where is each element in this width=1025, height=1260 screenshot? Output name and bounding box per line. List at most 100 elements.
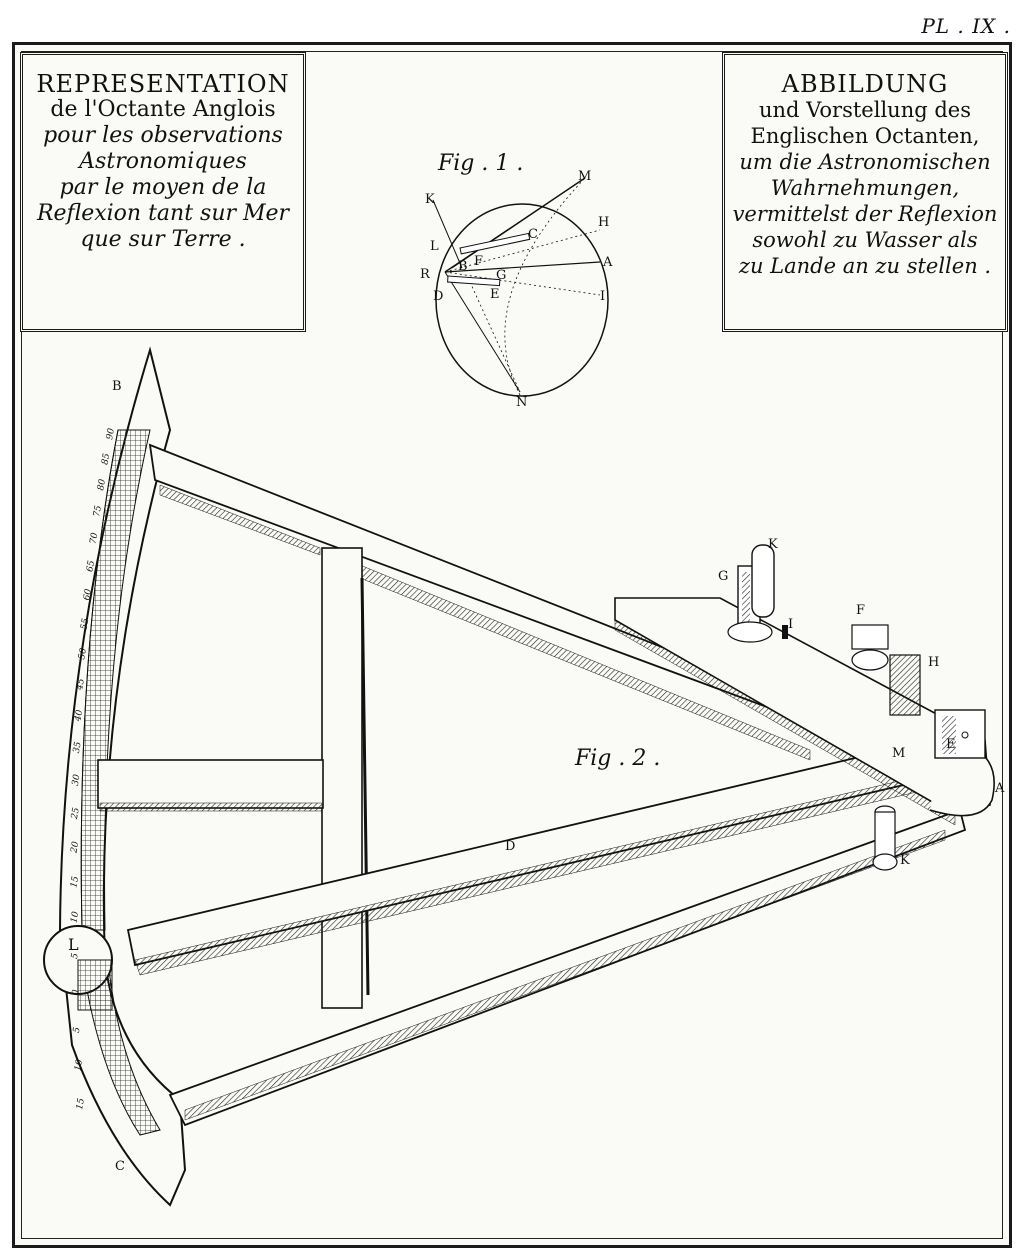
caption-french-line-6: Reflexion tant sur Mer <box>36 201 290 226</box>
vertical-brace-shadow <box>360 577 370 996</box>
fig1-label-r: R <box>420 267 431 282</box>
limb-scale-number: 10 <box>70 911 82 924</box>
fig2-label-a: A <box>994 781 1005 796</box>
upper-arm-shadow <box>159 484 321 556</box>
figure-2-title: Fig . 2 . <box>574 746 660 771</box>
figure-1-index-arm <box>459 232 531 255</box>
fig2-label-d: D <box>505 839 515 854</box>
figure-2-octant: Fig . 2 . B C L D M A K G F H I E K 9085… <box>43 346 1005 1207</box>
fig1-label-h: H <box>598 215 609 230</box>
limb-scale-number: 40 <box>73 709 85 723</box>
fig1-label-e: E <box>490 287 500 302</box>
fig1-label-l: L <box>430 239 439 254</box>
caption-german-line-5: Wahrnehmungen, <box>770 176 960 200</box>
figure-1-line-i <box>444 271 601 296</box>
limb-scale-number: 60 <box>82 588 94 601</box>
figure-1-horizon-mirror <box>447 275 501 287</box>
fig1-label-i: I <box>600 289 605 304</box>
caption-german-line-3: Englischen Octanten, <box>750 124 980 148</box>
fig2-label-l: L <box>68 935 79 954</box>
limb-scale-number: 85 <box>101 452 113 465</box>
caption-german-line-7: sowohl zu Wasser als <box>752 228 978 252</box>
fig2-label-e: E <box>946 737 956 752</box>
figure-1-title: Fig . 1 . <box>437 151 523 176</box>
limb-scale-number: 75 <box>92 505 104 518</box>
fig1-label-m: M <box>578 169 591 184</box>
fig2-label-c: C <box>115 1159 125 1174</box>
figure-1-line-n2 <box>469 281 521 393</box>
shade-glass-h <box>889 654 921 716</box>
figure-1-line-m2 <box>451 177 586 269</box>
fig1-label-k: K <box>425 192 435 207</box>
limb-scale-number: 90 <box>105 427 117 440</box>
limb-scale-number: 65 <box>85 560 97 573</box>
sight-tube-eye <box>872 853 898 871</box>
caption-french-line-3: pour les observations <box>43 123 283 148</box>
sight-vane-k <box>751 544 775 618</box>
figure-1-diagram: Fig . 1 . M K H C L R B F A G D E I N <box>420 151 613 410</box>
figure-1-line-a <box>444 261 601 273</box>
fig1-label-c: C <box>528 227 538 242</box>
limb-scale-number: 20 <box>69 841 81 855</box>
limb-scale-number: 80 <box>96 478 108 491</box>
fig1-label-g: G <box>496 268 506 283</box>
fig2-label-m: M <box>892 746 905 761</box>
figure-1-line-k <box>432 199 463 269</box>
figure-1-circle <box>435 203 609 397</box>
caption-french-line-2: de l'Octante Anglois <box>50 97 276 122</box>
head-plate-edge <box>614 619 956 826</box>
caption-french-line-1: REPRESENTATION <box>36 70 290 98</box>
caption-french-line-7: que sur Terre . <box>80 227 246 252</box>
horizontal-brace <box>97 759 324 809</box>
figure-1-line-h <box>444 229 601 273</box>
sight-hole-i <box>782 625 788 639</box>
limb-scale-number: 10 <box>73 1059 85 1072</box>
caption-german-line-6: vermittelst der Reflexion <box>732 202 998 226</box>
limb-scale-number: 25 <box>70 807 82 821</box>
limb-scale-number: 55 <box>80 617 92 630</box>
fig1-label-a: A <box>602 255 613 270</box>
horizon-glass-shading <box>742 572 750 628</box>
limb-scale-number: 5 <box>70 952 81 960</box>
limb-scale-numbers: 9085807570656055504540353025201510505101… <box>69 427 117 1110</box>
fig2-label-k-lower: K <box>900 853 910 868</box>
index-glass-shading <box>942 716 956 754</box>
limb-scale-number: 70 <box>89 532 101 545</box>
caption-german-line-1: ABBILDUNG <box>781 70 949 98</box>
caption-german-line-8: zu Lande an zu stellen . <box>738 254 992 278</box>
limb-scale-number: 50 <box>77 647 89 660</box>
lower-arm-shadow <box>184 829 946 1121</box>
fig1-label-n: N <box>516 395 527 410</box>
limb-scale-number: 0 <box>71 989 82 997</box>
fig1-label-d: D <box>433 289 443 304</box>
shade-glass-f <box>851 624 889 650</box>
figure-1-line-n <box>444 271 521 393</box>
caption-french-line-5: par le moyen de la <box>59 175 267 200</box>
caption-german-line-4: um die Astronomischen <box>739 150 991 174</box>
fig2-label-i: I <box>788 617 793 632</box>
fig2-label-b: B <box>112 379 122 394</box>
fig1-label-f: F <box>474 254 483 269</box>
caption-german: ABBILDUNG und Vorstellung des Englischen… <box>722 52 1008 332</box>
limb-scale-number: 5 <box>72 1026 83 1034</box>
fig2-label-g: G <box>718 569 728 584</box>
vertical-brace <box>321 547 363 1009</box>
horizontal-brace-shadow <box>99 802 323 812</box>
fig1-label-b: B <box>458 259 468 274</box>
horizon-glass-base <box>727 621 773 643</box>
shade-glass-base <box>851 649 889 671</box>
limb-scale-number: 15 <box>75 1097 87 1110</box>
plate-number: PL . IX . <box>921 14 1011 38</box>
limb-scale-number: 15 <box>69 875 81 888</box>
limb-scale-number: 45 <box>75 678 87 692</box>
plate-inner-border <box>21 51 1003 1239</box>
caption-french: REPRESENTATION de l'Octante Anglois pour… <box>20 52 306 332</box>
limb-scale-number: 35 <box>72 741 84 754</box>
caption-german-line-2: und Vorstellung des <box>759 98 971 122</box>
limb-scale-number: 30 <box>71 773 83 786</box>
fig2-label-f: F <box>856 603 865 618</box>
fig2-label-h: H <box>928 655 939 670</box>
caption-french-line-4: Astronomiques <box>79 149 247 174</box>
index-vernier <box>77 959 113 1011</box>
